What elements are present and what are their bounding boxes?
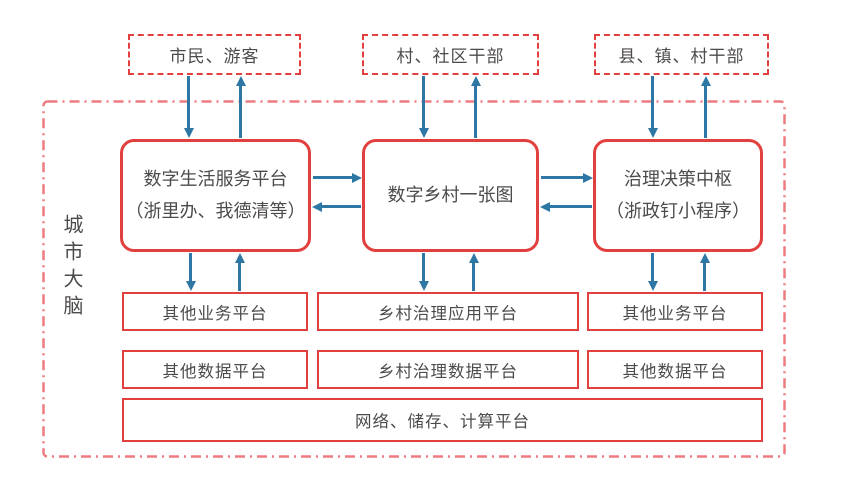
platform-digital-life-services: 数字生活服务平台 （浙里办、我德清等） — [120, 139, 311, 252]
connector-arrow-up — [472, 263, 475, 291]
connector-arrow-up — [474, 86, 477, 138]
connector-arrow-down — [651, 76, 654, 128]
box-label: 其他业务平台 — [622, 303, 728, 323]
actor-label: 村、社区干部 — [396, 47, 505, 66]
box-label: 其他数据平台 — [622, 361, 728, 381]
box-label: 其他业务平台 — [162, 303, 268, 323]
connector-arrow-left — [550, 205, 592, 208]
box-other-data-platform-left: 其他数据平台 — [122, 350, 308, 389]
box-label: 其他数据平台 — [162, 361, 268, 381]
connector-arrow-right — [313, 176, 352, 179]
connector-arrow-down — [187, 76, 190, 128]
connector-arrow-left — [322, 205, 361, 208]
box-label: 乡村治理应用平台 — [378, 303, 518, 323]
connector-arrow-up — [238, 263, 241, 291]
connector-arrow-up — [703, 263, 706, 291]
connector-arrow-down — [422, 253, 425, 281]
actor-citizens-tourists: 市民、游客 — [128, 34, 301, 75]
box-rural-governance-data-platform: 乡村治理数据平台 — [317, 350, 579, 389]
connector-arrow-up — [239, 86, 242, 138]
platform-label: 数字生活服务平台 （浙里办、我德清等） — [125, 169, 306, 221]
platform-label: 数字乡村一张图 — [387, 184, 514, 205]
box-other-business-platform-right: 其他业务平台 — [587, 292, 763, 331]
platform-governance-decision-hub: 治理决策中枢 （浙政钉小程序） — [593, 139, 763, 252]
city-brain-label: 城市大脑 — [60, 214, 82, 322]
box-rural-governance-application-platform: 乡村治理应用平台 — [317, 292, 579, 331]
city-brain-container — [42, 100, 786, 458]
connector-arrow-right — [541, 176, 583, 179]
platform-label: 治理决策中枢 （浙政钉小程序） — [606, 169, 750, 221]
box-network-storage-computing-platform: 网络、储存、计算平台 — [122, 398, 763, 442]
connector-arrow-down — [422, 76, 425, 128]
actor-county-town-village-cadres: 县、镇、村干部 — [594, 34, 769, 75]
actor-village-community-cadres: 村、社区干部 — [362, 34, 539, 75]
platform-digital-village-one-map: 数字乡村一张图 — [362, 139, 539, 252]
connector-arrow-down — [651, 253, 654, 281]
actor-label: 市民、游客 — [169, 47, 260, 66]
connector-arrow-down — [189, 253, 192, 281]
box-label: 乡村治理数据平台 — [378, 361, 518, 381]
box-other-data-platform-right: 其他数据平台 — [587, 350, 763, 389]
actor-label: 县、镇、村干部 — [618, 47, 745, 66]
box-label: 网络、储存、计算平台 — [355, 412, 530, 431]
connector-arrow-up — [704, 86, 707, 138]
box-other-business-platform-left: 其他业务平台 — [122, 292, 308, 331]
